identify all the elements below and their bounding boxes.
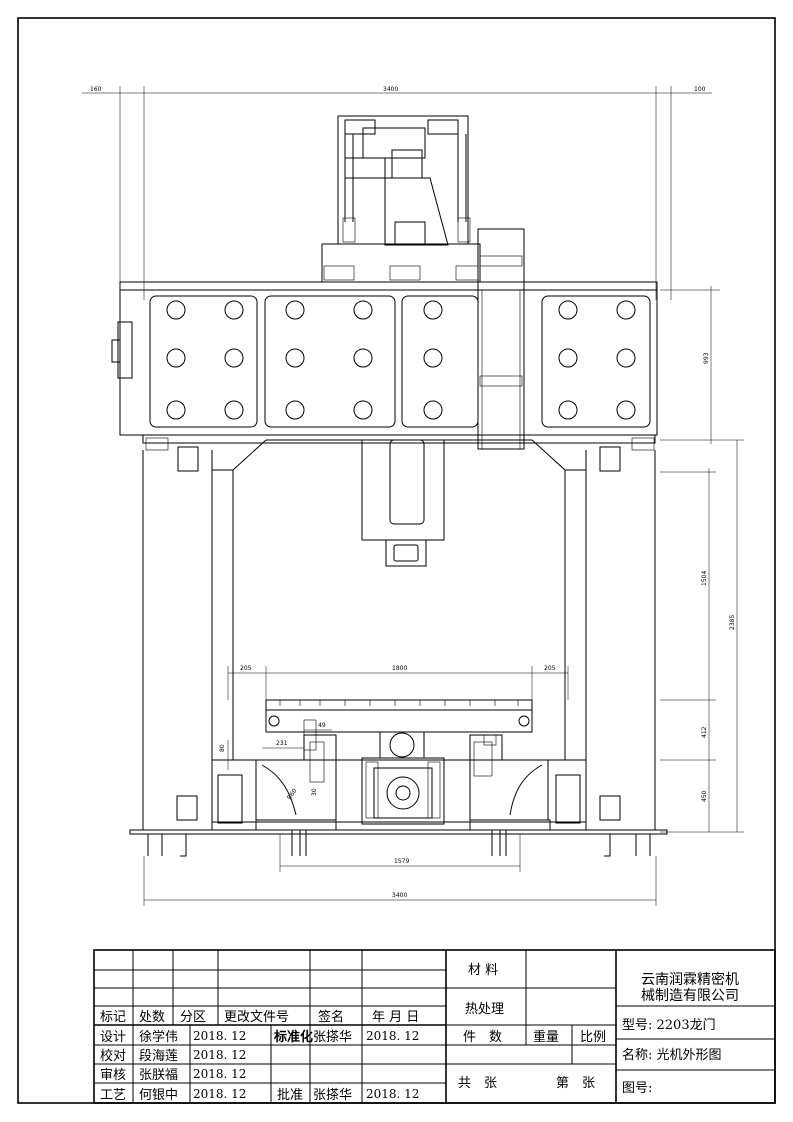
dim-small-49: 49	[318, 722, 326, 729]
tb-standard-name: 张搽华	[313, 1030, 352, 1045]
tb-approve-label: 批准	[277, 1088, 303, 1103]
tb-company-line2: 械制造有限公司	[641, 988, 739, 1004]
title-block: 标记 处数 分区 更改文件号 签名 年 月 日 设计 徐学伟 2018. 12 …	[93, 949, 776, 1104]
dim-table-right-margin: 205	[544, 665, 556, 672]
tb-total-sheets: 共 张	[458, 1076, 497, 1091]
tb-approve-name: 张搽华	[313, 1088, 352, 1103]
tb-label-sign: 签名	[318, 1009, 344, 1025]
tb-review-label: 审核	[100, 1068, 126, 1083]
tb-check-date: 2018. 12	[193, 1048, 246, 1062]
tb-process-label: 工艺	[100, 1088, 126, 1103]
tb-drawing-no: 图号:	[622, 1081, 652, 1096]
tb-design-label: 设计	[100, 1030, 126, 1045]
tb-material: 材 料	[468, 963, 498, 978]
tb-heat-treatment: 热处理	[465, 1002, 504, 1017]
tb-design-date: 2018. 12	[193, 1029, 246, 1043]
tb-check-label: 校对	[100, 1048, 126, 1064]
tb-scale: 比例	[580, 1030, 606, 1045]
tb-name: 名称: 光机外形图	[622, 1047, 722, 1063]
tb-label-zone: 分区	[180, 1010, 206, 1025]
tb-label-change-doc: 更改文件号	[224, 1010, 289, 1025]
dim-table-height: 412	[701, 726, 708, 738]
tb-design-name: 徐学伟	[139, 1029, 178, 1045]
tb-company-line1: 云南润霖精密机	[641, 971, 739, 988]
dim-rail-spacing: 1579	[394, 858, 409, 865]
dim-base-height: 450	[701, 790, 708, 802]
dim-spindle-travel: 1504	[701, 571, 708, 586]
dim-top-overall: 3400	[383, 86, 398, 93]
tb-model: 型号: 2203龙门	[622, 1018, 716, 1033]
dim-beam-height: 993	[703, 352, 710, 364]
dim-small-231: 231	[276, 740, 288, 747]
dim-left-offset: 160	[90, 86, 102, 93]
tb-sheet-no: 第 张	[556, 1076, 595, 1091]
tb-process-date: 2018. 12	[193, 1087, 246, 1101]
tb-approve-date: 2018. 12	[366, 1087, 419, 1101]
dim-small-80: 80	[219, 744, 226, 752]
tb-label-count: 处数	[139, 1010, 165, 1025]
tb-standard-date: 2018. 12	[366, 1029, 419, 1043]
dim-table-left-margin: 205	[240, 665, 252, 672]
tb-quantity: 件 数	[463, 1030, 502, 1045]
tb-process-name: 何银中	[139, 1087, 178, 1103]
machine-outline: 160 3400 100	[82, 86, 744, 906]
dim-small-30: 30	[311, 788, 318, 796]
dim-radius-r60: R60	[286, 787, 299, 801]
tb-label-mark: 标记	[100, 1010, 126, 1025]
tb-check-name: 段海莲	[139, 1049, 178, 1064]
dim-column-height: 2385	[729, 615, 736, 630]
tb-label-date: 年 月 日	[372, 1010, 419, 1025]
dim-table-width: 1800	[392, 665, 407, 672]
tb-standard-label: 标准化	[273, 1029, 313, 1045]
tb-review-date: 2018. 12	[193, 1067, 246, 1081]
tb-review-name: 张朕福	[139, 1068, 178, 1083]
tb-weight: 重量	[533, 1029, 559, 1045]
dim-bottom-overall: 3400	[392, 892, 407, 899]
dim-right-offset: 100	[694, 86, 706, 93]
